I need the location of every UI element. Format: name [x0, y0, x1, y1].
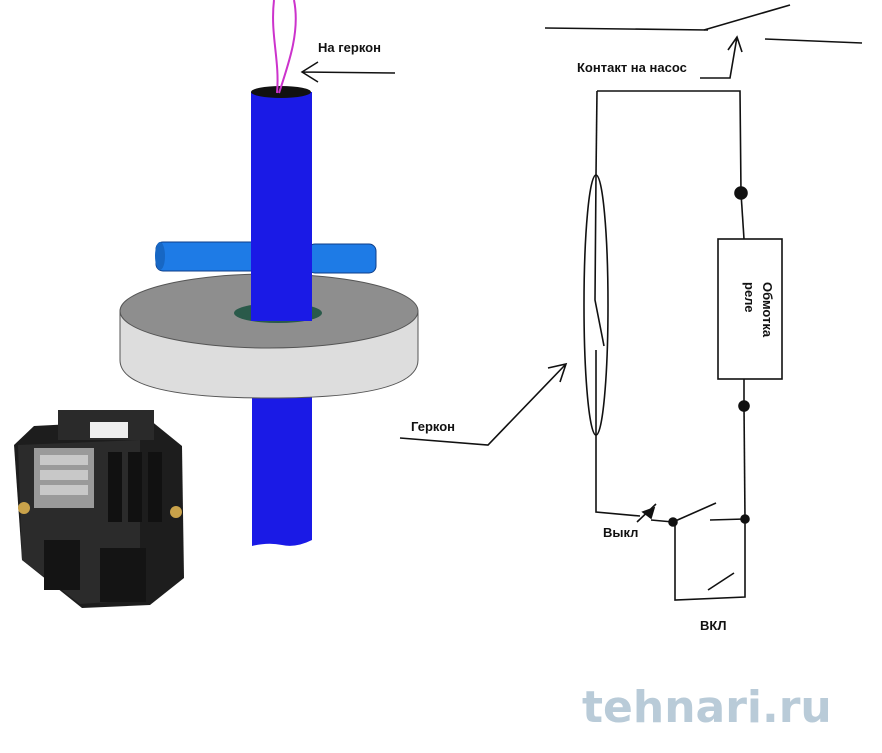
wire-top [597, 90, 742, 194]
reed-top-arrow [300, 61, 396, 83]
wire-to-right-node [709, 518, 746, 521]
reed-wire-2 [278, 0, 297, 94]
on-button-contact [707, 572, 735, 591]
contactor-photo [14, 410, 184, 608]
wire-left-bottom [595, 435, 641, 517]
label-pump-contact: Контакт на насос [577, 60, 687, 75]
reed-wire-1 [272, 0, 279, 94]
float-arm-left-end [155, 242, 165, 270]
label-reed-top: На геркон [318, 40, 381, 55]
label-off: Выкл [603, 525, 638, 540]
label-coil-line2: реле [742, 282, 757, 313]
pump-contact-blade [703, 4, 791, 31]
tube-lower [252, 390, 312, 546]
float-arm-right [307, 243, 377, 274]
pump-contact-line-left [544, 27, 709, 31]
tube-top-opening [251, 86, 311, 98]
float-switch-illustration: На геркон [119, 0, 419, 546]
pump-contact-arrow [700, 35, 743, 79]
schematic: Контакт на насос Геркон Выкл ВКЛ [399, 4, 863, 633]
watermark: tehnari.ru [582, 682, 832, 733]
label-reed: Геркон [411, 419, 455, 434]
label-coil: Обмотка реле [742, 282, 775, 341]
wire-on-branch [674, 519, 746, 601]
on-hold-contact [672, 502, 717, 523]
label-coil-line1: Обмотка [760, 282, 775, 338]
reed-arrow [399, 362, 568, 446]
pump-contact-line-right [764, 38, 863, 44]
reed-contact-upper [594, 174, 605, 347]
label-on: ВКЛ [700, 618, 726, 633]
wire-right-down [743, 405, 746, 520]
relay-coil [717, 238, 783, 380]
tube-upper [251, 92, 312, 321]
wire-left-top [595, 90, 598, 176]
wire-coil-top [740, 192, 745, 240]
off-button-arrow [641, 506, 656, 520]
